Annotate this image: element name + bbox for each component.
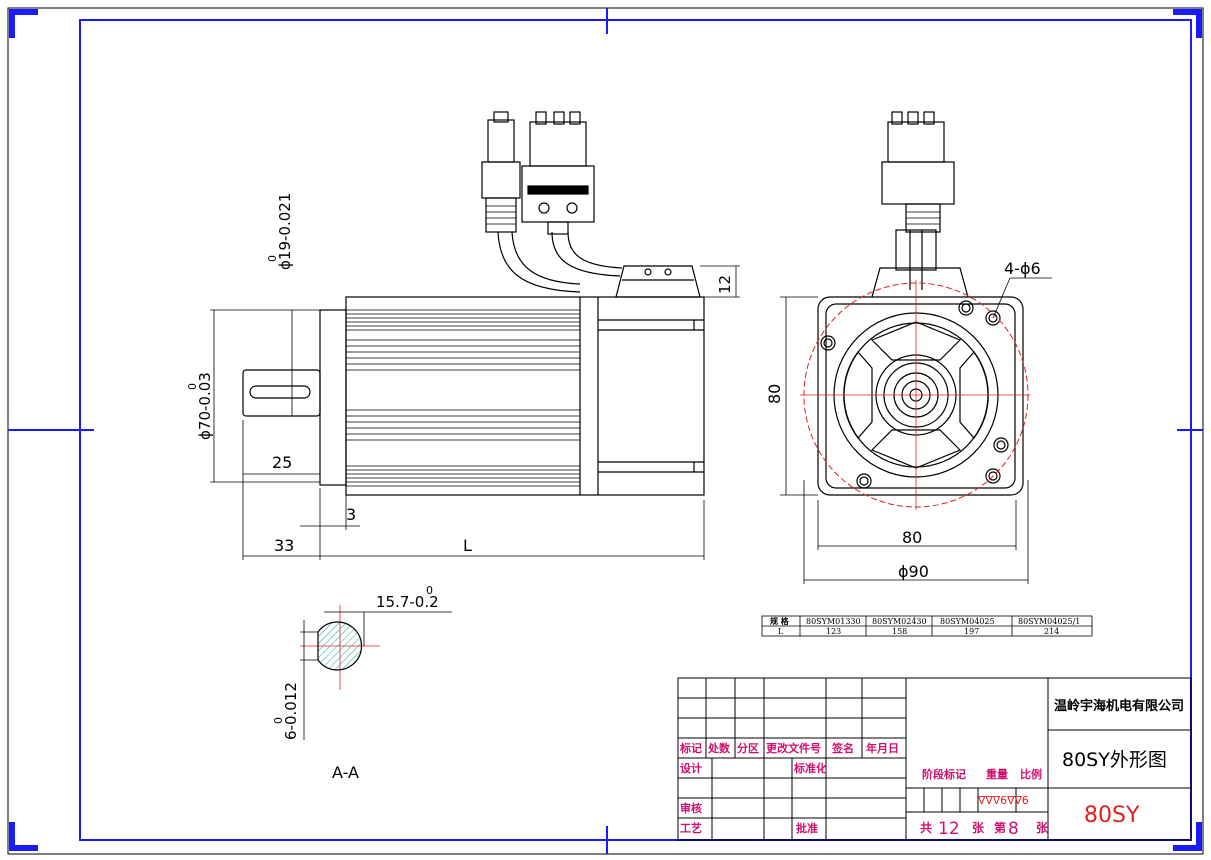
stage-marks: ∇∇∇6∇∇6: [977, 794, 1029, 807]
sheet-no: 8: [1008, 819, 1019, 839]
sheet-word: 张: [972, 820, 985, 835]
sheet-info: 共 12 张 第 8 张: [920, 819, 1049, 839]
shaft-len-dim: 25: [272, 453, 292, 472]
corner-marks: [9, 9, 1202, 851]
spec-header-2: 80SYM02430: [872, 617, 927, 626]
key-width-tol: 0: [272, 717, 285, 724]
spec-header-3: 80SYM04025: [940, 617, 995, 626]
step-dim: 3: [346, 505, 356, 524]
spec-table-text: 规 格 80SYM01330 80SYM02430 80SYM04025 80S…: [770, 616, 1080, 636]
conn-height-dim: 12: [716, 275, 734, 294]
section-a-a: [300, 611, 452, 740]
label-stage-mark: 阶段标记: [922, 767, 966, 781]
key-dim-tol: 0: [426, 584, 433, 597]
label-design: 设计: [680, 761, 702, 775]
spec-header-0: 规 格: [770, 616, 790, 626]
label-standard: 标准化: [793, 761, 827, 775]
outer-border: [7, 7, 1204, 855]
center-marks: [8, 8, 1203, 854]
drawing-name: 80SY外形图: [1062, 749, 1167, 771]
label-zone: 分区: [737, 741, 759, 755]
shaft-dia-dim: ϕ19-0.021: [276, 193, 294, 270]
holes-dim: 4-ϕ6: [1004, 259, 1041, 278]
label-mark: 标记: [679, 741, 702, 755]
model-name: 80SY: [1084, 803, 1140, 828]
front-view: [817, 111, 1024, 496]
label-review: 审核: [680, 801, 702, 815]
label-count: 处数: [707, 741, 731, 755]
title-block: [677, 677, 1192, 841]
flange-dia-dim: ϕ70-0.03: [196, 372, 214, 440]
sheet-no-prefix: 第: [994, 820, 1006, 835]
spec-table: [761, 615, 1093, 637]
side-view: [242, 111, 705, 496]
centerlines: [300, 280, 1030, 690]
label-doc-no: 更改文件号: [766, 741, 821, 755]
key-width-dim: 6-0.012: [282, 682, 300, 740]
side-80-dim: 80: [765, 384, 784, 404]
side-view-dims: [210, 265, 740, 560]
shaft-dia-tol: 0: [266, 255, 279, 262]
label-date: 年月日: [866, 741, 899, 755]
key-dim: 15.7-0.2: [376, 593, 439, 611]
spec-row-4: 214: [1044, 627, 1059, 636]
width-80-dim: 80: [902, 528, 922, 547]
body-len-dim: L: [463, 536, 472, 555]
sheet-word2: 张: [1036, 820, 1049, 835]
spec-row-1: 123: [826, 627, 841, 636]
label-scale: 比例: [1020, 767, 1042, 781]
inner-border: [79, 19, 1192, 841]
section-label: A-A: [332, 763, 359, 782]
spec-row-0: L: [778, 627, 784, 636]
total-sheets: 12: [938, 819, 960, 839]
spec-row-3: 197: [964, 627, 979, 636]
shaft-total-dim: 33: [274, 536, 294, 555]
flange-dia-tol: 0: [186, 383, 199, 390]
title-block-labels: 标记 处数 分区 更改文件号 签名 年月日 设计 标准化 审核 工艺 批准 阶段…: [679, 741, 1042, 835]
label-sign: 签名: [831, 741, 854, 755]
label-process: 工艺: [680, 821, 702, 835]
spec-header-1: 80SYM01330: [806, 617, 861, 626]
spec-header-4: 80SYM04025/1: [1018, 617, 1080, 626]
label-weight: 重量: [986, 767, 1008, 781]
width-90-dim: ϕ90: [898, 562, 929, 581]
total-prefix: 共: [920, 820, 932, 835]
spec-row-2: 158: [892, 627, 907, 636]
label-approve: 批准: [796, 821, 818, 835]
front-view-dims: [780, 277, 1052, 584]
company-name: 温岭宇海机电有限公司: [1054, 698, 1184, 714]
